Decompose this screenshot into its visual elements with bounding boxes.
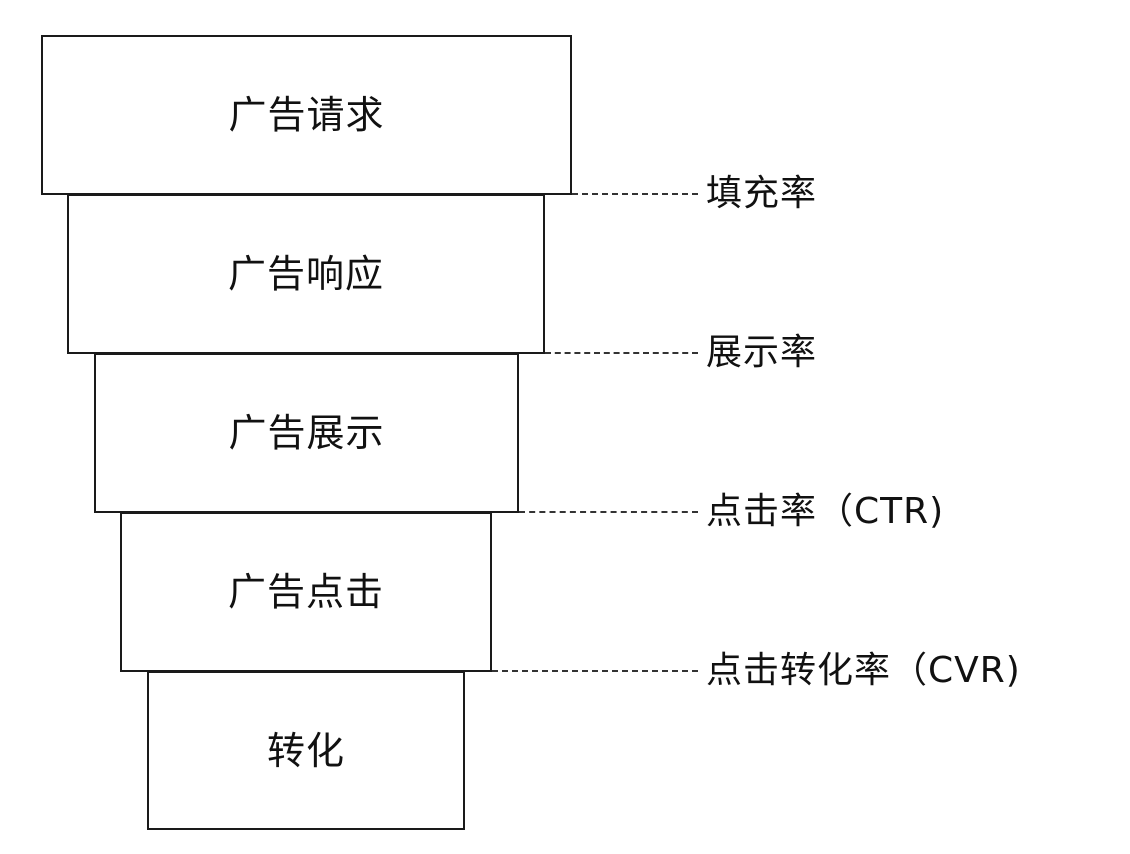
rate-label-ctr: 点击率（CTR) [706,491,945,532]
dashed-connector-impression-rate [545,352,698,354]
stage-label: 转化 [266,728,345,773]
funnel-stage-conversion: 转化 [147,671,465,830]
rate-label-cvr: 点击转化率（CVR) [706,650,1021,691]
dashed-connector-ctr [519,511,698,513]
dashed-connector-fill-rate [572,193,698,195]
stage-label: 广告响应 [227,252,384,296]
rate-label-impression-rate: 展示率 [706,332,818,373]
stage-label: 广告展示 [228,411,385,455]
stage-label: 广告请求 [228,93,385,137]
stage-label: 广告点击 [227,570,384,614]
funnel-stage-ad-impression: 广告展示 [94,353,519,513]
funnel-stage-ad-click: 广告点击 [120,512,492,672]
funnel-stage-ad-response: 广告响应 [67,194,545,354]
funnel-stage-ad-request: 广告请求 [41,35,572,195]
dashed-connector-cvr [492,670,698,672]
rate-label-fill-rate: 填充率 [706,173,818,214]
